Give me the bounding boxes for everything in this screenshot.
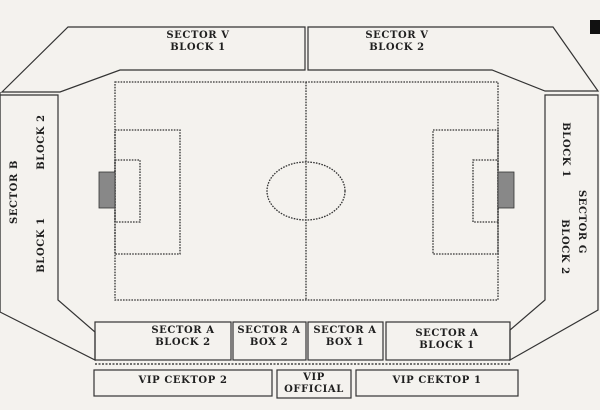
stand-vip-sector-1[interactable] xyxy=(355,369,519,397)
stand-sector-v-block-1[interactable] xyxy=(0,26,306,93)
label-sector-a-block-2: SECTOR A BLOCK 2 xyxy=(151,325,214,349)
corner-marker xyxy=(590,20,600,34)
right-goal xyxy=(497,171,515,209)
label-vip-official: VIP OFFICIAL xyxy=(284,372,344,396)
label-line-sector: SECTOR V xyxy=(365,30,429,41)
label-line-official: OFFICIAL xyxy=(284,384,344,395)
label-line-sector: SECTOR A xyxy=(237,325,301,336)
label-line-sector: SECTOR A xyxy=(313,325,377,336)
label-sector-g-block-2: BLOCK 2 xyxy=(559,219,570,275)
label-line-block: BLOCK 2 xyxy=(369,42,425,53)
label-sector-a-box-2: SECTOR A BOX 2 xyxy=(237,325,300,349)
label-line-block: BLOCK 1 xyxy=(419,340,475,351)
label-sector-a-box-1: SECTOR A BOX 1 xyxy=(313,325,376,349)
label-sector-g-block-1: BLOCK 1 xyxy=(560,122,571,178)
label-vip-sector-2: VIP CEKTOP 2 xyxy=(138,375,228,386)
stand-sector-v-block-2[interactable] xyxy=(307,26,600,92)
label-vip-sector-1: VIP CEKTOP 1 xyxy=(392,375,482,386)
stand-sector-a-box-2[interactable] xyxy=(232,321,307,361)
label-sector-b: SECTOR B xyxy=(9,160,20,224)
label-line-box: BOX 1 xyxy=(325,337,365,348)
left-goal xyxy=(98,171,116,209)
right-penalty-area xyxy=(432,129,499,255)
stand-vip-sector-2[interactable] xyxy=(93,369,273,397)
label-sector-b-block-2: BLOCK 2 xyxy=(36,114,47,170)
label-line-sector: SECTOR A xyxy=(151,325,215,336)
label-line-block: BLOCK 2 xyxy=(155,337,211,348)
stand-sector-a-block-1[interactable] xyxy=(385,321,511,361)
left-goal-area xyxy=(114,159,141,223)
stand-sector-a-block-2[interactable] xyxy=(94,321,232,361)
right-goal-area xyxy=(472,159,499,223)
stand-vip-official[interactable] xyxy=(276,369,352,399)
left-penalty-area xyxy=(114,129,181,255)
label-sector-g: SECTOR G xyxy=(576,189,587,255)
center-circle xyxy=(266,161,346,221)
label-line-sector: SECTOR A xyxy=(415,328,479,339)
label-line-sector: SECTOR V xyxy=(166,30,230,41)
label-sector-v-block-1: SECTOR V BLOCK 1 xyxy=(166,30,229,54)
label-line-block: BLOCK 1 xyxy=(170,42,226,53)
label-line-box: BOX 2 xyxy=(249,337,289,348)
label-sector-v-block-2: SECTOR V BLOCK 2 xyxy=(365,30,428,54)
label-sector-b-block-1: BLOCK 1 xyxy=(36,217,47,273)
label-line-vip: VIP xyxy=(303,372,325,383)
label-sector-a-block-1: SECTOR A BLOCK 1 xyxy=(415,328,478,352)
stand-sector-a-box-1[interactable] xyxy=(307,321,384,361)
